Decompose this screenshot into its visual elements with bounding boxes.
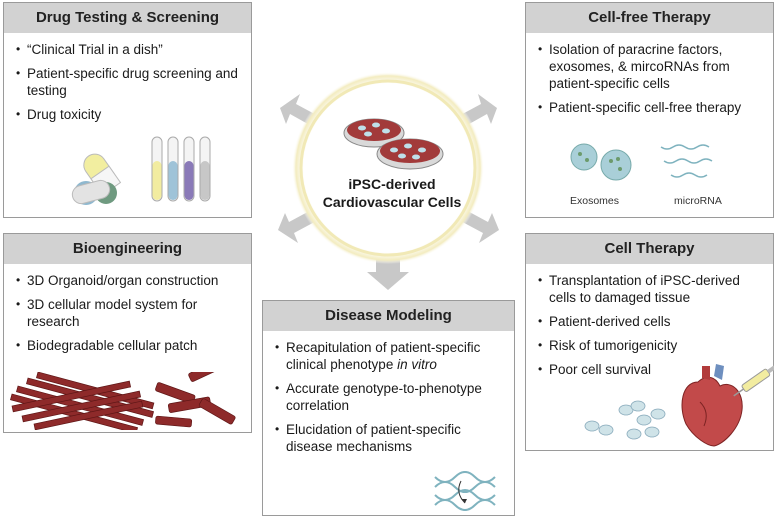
panel-bioengineering: Bioengineering 3D Organoid/organ constru… <box>3 233 252 433</box>
panel-cell-free-therapy: Cell-free Therapy Isolation of paracrine… <box>525 2 774 218</box>
list-item-italic: in vitro <box>397 357 437 372</box>
list-item: Transplantation of iPSC-derived cells to… <box>538 272 761 306</box>
panel-cell-therapy: Cell Therapy Transplantation of iPSC-der… <box>525 233 774 451</box>
list-item: Risk of tumorigenicity <box>538 337 761 354</box>
caption-microrna: microRNA <box>674 195 722 207</box>
list-item: “Clinical Trial in a dish” <box>16 41 239 58</box>
cardiac-patch-icon <box>10 372 236 430</box>
pills-and-test-tubes-icon <box>71 136 211 205</box>
list-item: Drug toxicity <box>16 106 239 123</box>
panel-title: Bioengineering <box>4 234 251 264</box>
center-circle <box>292 72 484 264</box>
panel-title: Cell Therapy <box>526 234 773 264</box>
bullet-list: 3D Organoid/organ construction 3D cellul… <box>4 264 251 354</box>
caption-exosomes: Exosomes <box>570 195 620 207</box>
list-item: Recapitulation of patient-specific clini… <box>275 339 502 373</box>
center-label-line2: Cardiovascular Cells <box>322 194 462 210</box>
panel-title: Cell-free Therapy <box>526 3 773 33</box>
bullet-list: Transplantation of iPSC-derived cells to… <box>526 264 773 378</box>
list-item: Isolation of paracrine factors, exosomes… <box>538 41 761 92</box>
petri-dish-icon-2 <box>376 138 444 170</box>
panel-title: Disease Modeling <box>263 301 514 331</box>
panel-drug-testing: Drug Testing & Screening “Clinical Trial… <box>3 2 252 218</box>
dna-icon <box>434 471 496 511</box>
list-item: Biodegradable cellular patch <box>16 337 239 354</box>
bullet-list: Recapitulation of patient-specific clini… <box>263 331 514 455</box>
center-label: iPSC-derived Cardiovascular Cells <box>302 175 482 211</box>
list-item: Elucidation of patient-specific disease … <box>275 421 502 455</box>
petri-dish-icon <box>343 118 405 148</box>
list-item: Patient-derived cells <box>538 313 761 330</box>
list-item: Patient-specific drug screening and test… <box>16 65 239 99</box>
panel-title: Drug Testing & Screening <box>4 3 251 33</box>
list-item: Patient-specific cell-free therapy <box>538 99 761 116</box>
exosome-and-microrna-icon <box>570 143 713 181</box>
bullet-list: “Clinical Trial in a dish” Patient-speci… <box>4 33 251 123</box>
list-item: Poor cell survival <box>538 361 761 378</box>
list-item: Accurate genotype-to-phenotype correlati… <box>275 380 502 414</box>
list-item-text: Recapitulation of patient-specific clini… <box>286 340 481 372</box>
list-item: 3D Organoid/organ construction <box>16 272 239 289</box>
list-item: 3D cellular model system for research <box>16 296 239 330</box>
arrow-down <box>367 258 409 290</box>
heart-and-cells-icon <box>584 364 774 447</box>
bullet-list: Isolation of paracrine factors, exosomes… <box>526 33 773 116</box>
center-label-line1: iPSC-derived <box>348 176 436 192</box>
panel-disease-modeling: Disease Modeling Recapitulation of patie… <box>262 300 515 516</box>
